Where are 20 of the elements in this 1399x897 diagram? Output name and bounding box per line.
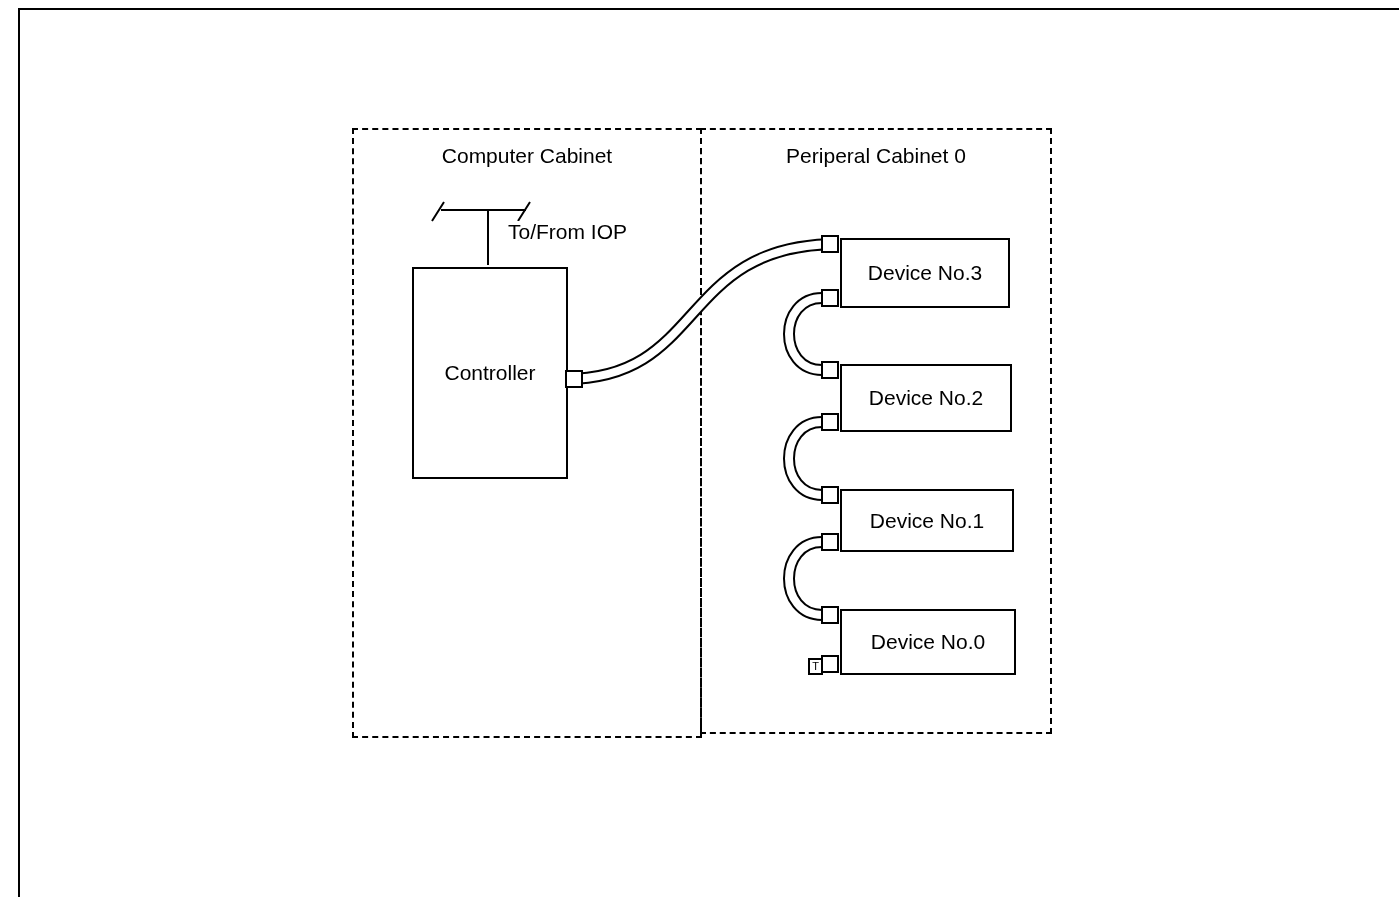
device-label: Device No.1 — [869, 507, 985, 534]
device-box — [840, 364, 1012, 432]
device-label: Device No.2 — [868, 385, 984, 412]
device-label: Device No.0 — [870, 629, 986, 656]
device-label: Controller — [444, 360, 536, 387]
cable — [783, 413, 839, 504]
cabinet-outline — [352, 128, 702, 738]
cable — [783, 533, 839, 624]
cable — [783, 289, 839, 379]
bus-line — [487, 209, 489, 266]
device-label: Device No.3 — [867, 260, 983, 287]
cabinet-title: Periperal Cabinet 0 — [785, 143, 967, 169]
cable — [564, 235, 840, 388]
cabinet-outline — [700, 128, 1052, 734]
device-box — [840, 609, 1016, 675]
device-box — [840, 238, 1010, 308]
edge-label: To/From IOP — [508, 221, 628, 242]
device-box — [412, 267, 568, 479]
device-box — [840, 489, 1014, 552]
cabinet-title: Computer Cabinet — [440, 143, 614, 169]
